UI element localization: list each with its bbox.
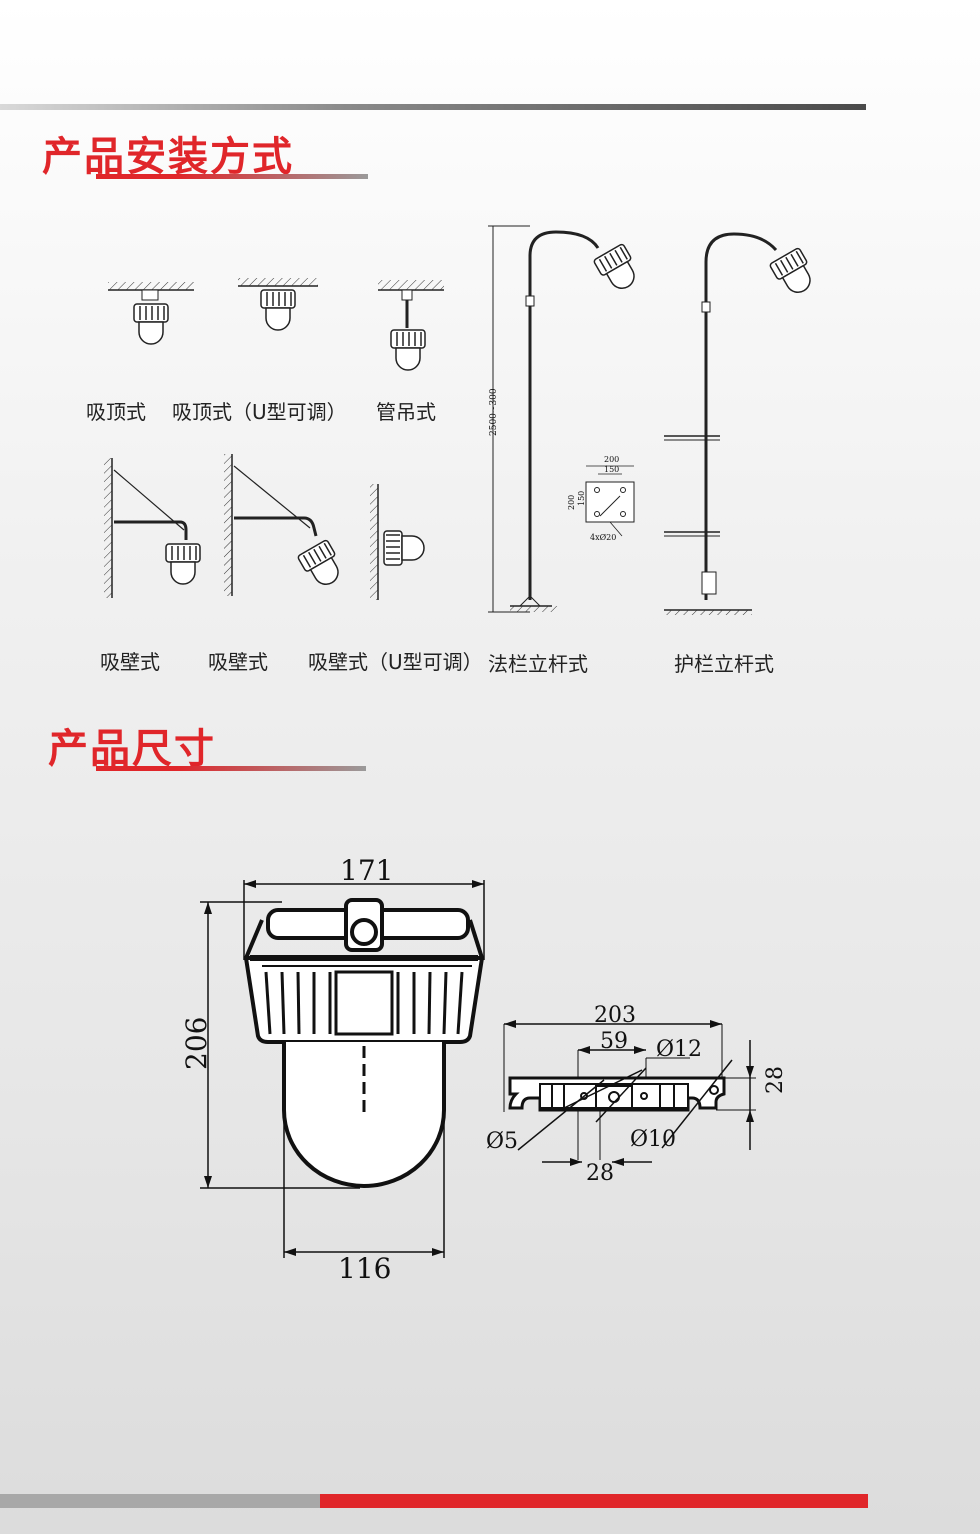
label-wall-mount-u: 吸壁式（U型可调） bbox=[308, 650, 483, 674]
title-underline bbox=[96, 174, 368, 179]
wall-mount-1-figure bbox=[104, 458, 201, 598]
dim-bracket-spacing: 59 bbox=[600, 1029, 628, 1054]
luminaire-drawing: 171 206 bbox=[180, 854, 485, 1285]
title-underline bbox=[96, 766, 366, 771]
ceiling-mount-figure bbox=[108, 282, 194, 345]
flange-dim-left-inner: 150 bbox=[577, 491, 586, 506]
ceiling-mount-u-figure bbox=[238, 278, 318, 331]
flange-hole-label: 4xØ20 bbox=[590, 533, 616, 542]
label-flange-pole: 法栏立杆式 bbox=[488, 652, 588, 676]
dim-height: 206 bbox=[180, 1017, 213, 1070]
label-guardrail-pole: 护栏立杆式 bbox=[674, 652, 774, 676]
flange-dim-left: 200 bbox=[567, 495, 576, 510]
bracket-drawing: 203 59 Ø12 Ø5 Ø10 28 bbox=[486, 1003, 788, 1186]
wall-mount-2-figure bbox=[224, 454, 348, 596]
dim-hole-mid: Ø10 bbox=[630, 1127, 676, 1152]
dim-bracket-center: 28 bbox=[586, 1161, 614, 1186]
dim-bracket-height: 28 bbox=[763, 1066, 788, 1094]
flange-pole-figure: 2500~300 200 150 200 150 4xØ20 bbox=[488, 225, 644, 613]
label-ceiling-mount: 吸顶式 bbox=[86, 400, 146, 424]
section-title-size: 产品尺寸 bbox=[48, 726, 216, 772]
guardrail-pole-figure bbox=[664, 232, 820, 615]
label-pipe-hanging: 管吊式 bbox=[376, 400, 436, 424]
bottom-bar-grey bbox=[0, 1494, 320, 1508]
pole-height-label: 2500~300 bbox=[489, 388, 499, 436]
top-divider bbox=[0, 104, 866, 110]
label-ceiling-mount-u: 吸顶式（U型可调） bbox=[172, 400, 347, 424]
pipe-hanging-figure bbox=[378, 280, 444, 371]
dim-width-bottom: 116 bbox=[338, 1252, 391, 1285]
dim-hole-small: Ø5 bbox=[486, 1129, 518, 1154]
section-title-install: 产品安装方式 bbox=[42, 134, 294, 180]
wall-mount-u-figure bbox=[370, 484, 425, 600]
flange-dim-top: 200 bbox=[604, 455, 619, 464]
dim-bracket-length: 203 bbox=[594, 1003, 636, 1028]
flange-dim-inner: 150 bbox=[604, 465, 619, 474]
bottom-bar-red bbox=[320, 1494, 868, 1508]
label-wall-mount-2: 吸壁式 bbox=[208, 650, 268, 674]
label-wall-mount-1: 吸壁式 bbox=[100, 650, 160, 674]
dim-width-top: 171 bbox=[340, 854, 393, 887]
